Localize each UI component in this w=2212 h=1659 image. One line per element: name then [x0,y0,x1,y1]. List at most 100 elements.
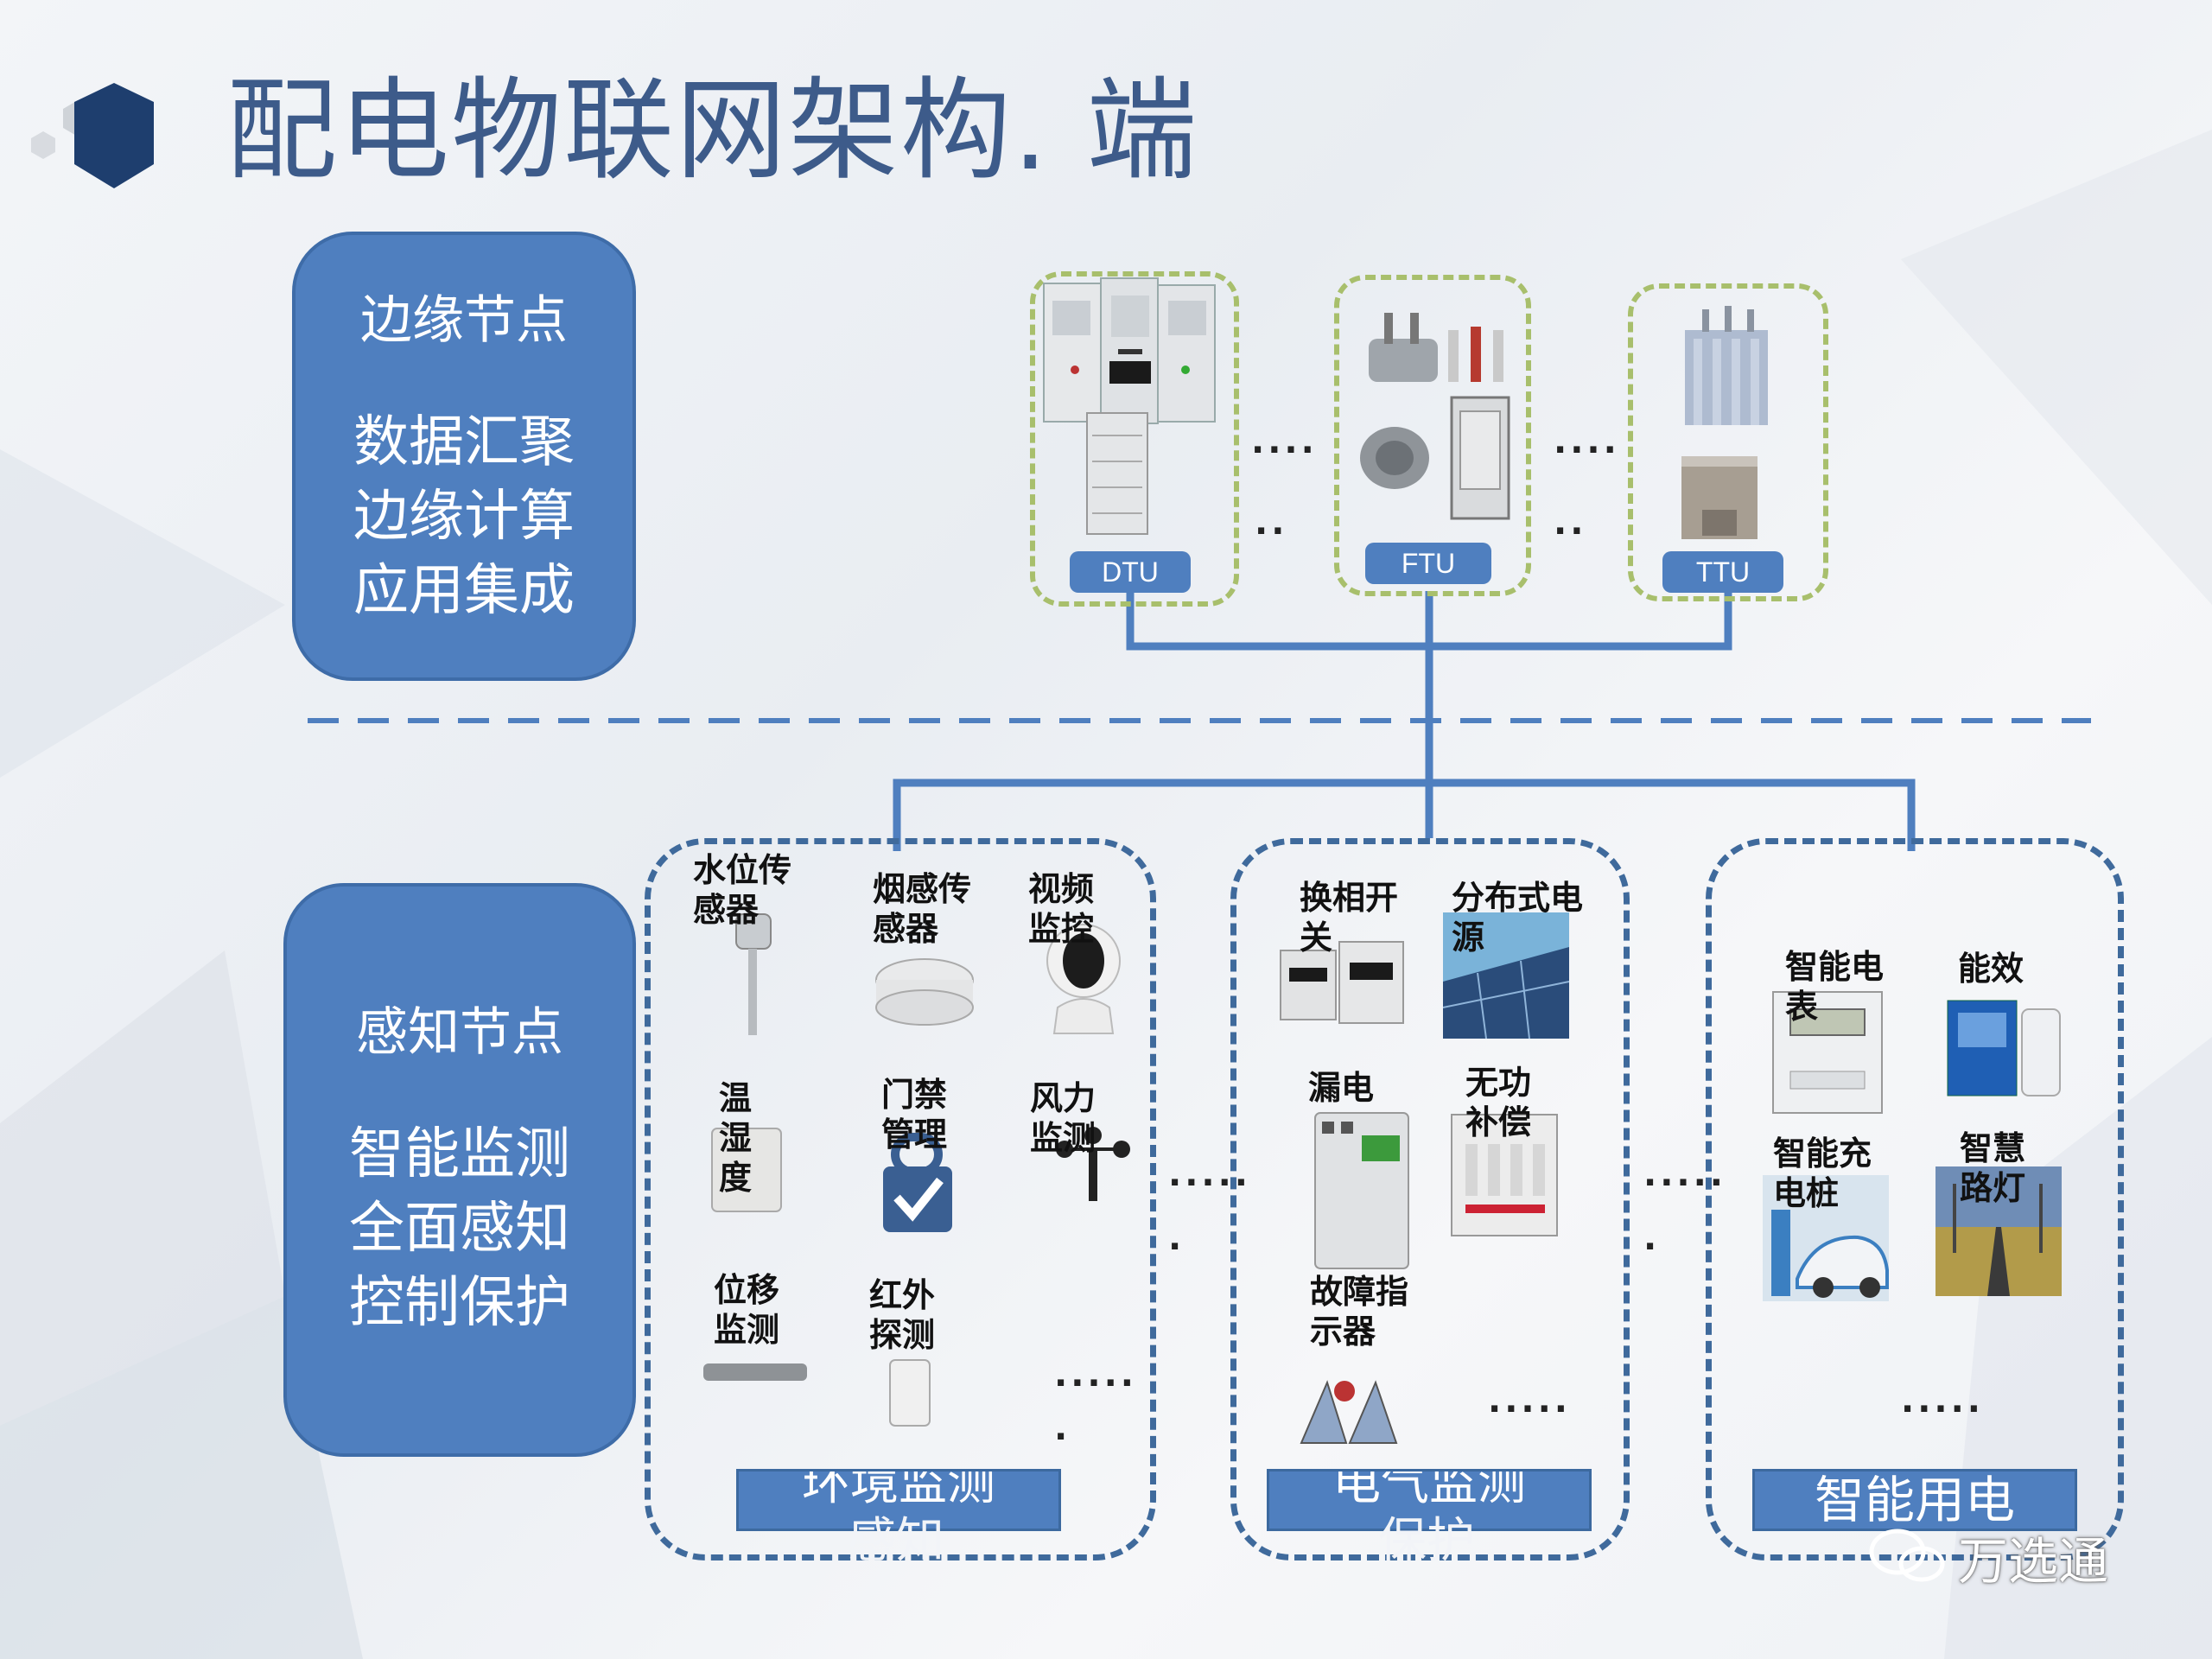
phase-switch-icon [1280,941,1404,1024]
item-line: 水位传 [693,851,792,889]
item-line: 烟感传 [873,870,972,908]
solar-panel-icon [1443,912,1570,1039]
electrical-monitoring-label: 电气监测 [1267,1469,1592,1531]
item-energy-efficiency: 能效 [1958,949,2024,988]
ellipsis-9: . [1168,1218,1185,1258]
ellipsis-8: ..... [1168,1154,1251,1194]
access-control-icon [883,1133,952,1232]
item-line: 温 [719,1079,753,1117]
title-bar: 配电物联网架构. 端 [0,0,2212,207]
item-line: 分布式电 [1452,879,1584,917]
smart-power-label: 智能用电 [1752,1469,2077,1531]
page-title: 配电物联网架构. 端 [226,67,1199,195]
energy-meter-icon [1947,1000,2061,1096]
item-displacement-monitoring: 位移 监测 [714,1270,779,1350]
item-line: 源 [1452,918,1485,957]
elec-label-line-2: 保护 [1378,1513,1475,1569]
edge-node-heading: 边缘节点 [360,290,568,351]
ellipsis-1: .... [1251,422,1318,461]
ttu-label: TTU [1662,551,1783,593]
item-leakage: 漏电 [1308,1068,1374,1108]
hexagon-logo-icon [31,83,154,188]
item-line: 感器 [693,891,760,929]
item-line: 监控 [1028,910,1095,948]
edge-node-line-1: 数据汇聚 [353,410,575,474]
switchgear-cabinet-icon [1043,277,1216,424]
item-fault-indicator: 故障指 示器 [1310,1272,1408,1351]
item-line: 位移 [714,1271,780,1309]
item-temp-humidity: 温 湿 度 [719,1078,752,1198]
item-line: 探测 [869,1316,936,1354]
item-line: 路灯 [1960,1169,2026,1207]
item-line: 视频 [1028,870,1095,908]
item-reactive-compensation: 无功 补偿 [1465,1063,1531,1142]
item-smart-charger: 智能充 电桩 [1773,1134,1872,1213]
env-label-line-2: 感知 [848,1513,944,1569]
item-line: 示器 [1310,1313,1376,1351]
item-line: 监测 [1030,1119,1096,1157]
ellipsis-5: ..... [1054,1355,1137,1395]
ellipsis-10: ..... [1901,1381,1984,1421]
pole-switch-icon [1369,313,1503,382]
edge-node-line-3: 应用集成 [353,559,575,623]
ftu-node [1334,275,1531,596]
elec-label-line-1: 电气监测 [1332,1469,1526,1511]
wechat-icon [1869,1529,1945,1582]
ellipsis-6: . [1054,1408,1071,1448]
sensing-node-line-3: 控制保护 [349,1271,570,1335]
displacement-sensor-icon [703,1363,807,1381]
sensing-node-heading: 感知节点 [356,1002,563,1063]
item-line: 监测 [714,1311,780,1349]
item-line: 故障指 [1310,1273,1409,1311]
infrared-detector-icon [889,1359,931,1427]
item-line: 电桩 [1773,1174,1840,1212]
item-line: 智慧 [1960,1129,2026,1167]
fault-indicator-icon [1300,1380,1398,1444]
env-monitoring-group [645,838,1156,1560]
camera-icon [1046,924,1121,1034]
env-label-line-1: 环境监测 [802,1469,995,1511]
electrical-monitoring-group [1230,838,1630,1560]
item-line: 补偿 [1465,1103,1532,1141]
item-line: 关 [1300,918,1333,957]
ellipsis-12: . [1643,1218,1661,1258]
item-infrared-detection: 红外 探测 [869,1275,935,1355]
ttu-terminal-icon [1681,456,1758,539]
item-line: 表 [1785,988,1819,1026]
ttu-node [1628,283,1828,601]
edge-node-line-2: 边缘计算 [353,485,575,549]
item-line: 智能充 [1773,1135,1872,1173]
sensing-node-line-2: 全面感知 [349,1197,570,1261]
item-line: 感器 [873,910,939,948]
transformer-icon [1685,306,1768,425]
item-smart-streetlight: 智慧 路灯 [1960,1128,2025,1208]
item-distributed-power: 分布式电 源 [1452,878,1583,957]
edge-node-box: 边缘节点 数据汇聚 边缘计算 应用集成 [292,232,636,681]
smart-meter-icon [1772,991,1883,1114]
streetlight-icon [1936,1166,2062,1296]
item-video-monitoring: 视频 监控 [1028,869,1094,949]
env-monitoring-label: 环境监测 [736,1469,1061,1531]
item-line: 管理 [881,1116,948,1154]
ellipsis-3: .... [1554,422,1620,461]
anemometer-icon [1056,1127,1130,1201]
item-line: 红外 [869,1276,936,1314]
item-line: 能效 [1958,950,2024,988]
smoke-detector-icon [875,958,974,1026]
item-smoke-sensor: 烟感传 感器 [873,869,971,949]
item-line: 换相开 [1300,879,1399,917]
ellipsis-2: .. [1255,503,1288,543]
item-access-control: 门禁 管理 [881,1075,947,1154]
ellipsis-7: ..... [1488,1381,1571,1421]
sensing-node-box: 感知节点 智能监测 全面感知 控制保护 [283,883,636,1457]
item-phase-switch: 换相开 关 [1300,878,1398,957]
control-cabinet-icon [1086,412,1148,535]
dtu-label: DTU [1070,551,1191,593]
compensation-cabinet-icon [1451,1114,1558,1236]
item-line: 风力 [1030,1079,1096,1117]
item-line: 度 [719,1159,753,1197]
water-level-sensor-icon [735,913,772,1035]
ellipsis-11: ..... [1643,1154,1726,1194]
item-wind-monitoring: 风力 监测 [1030,1078,1096,1158]
